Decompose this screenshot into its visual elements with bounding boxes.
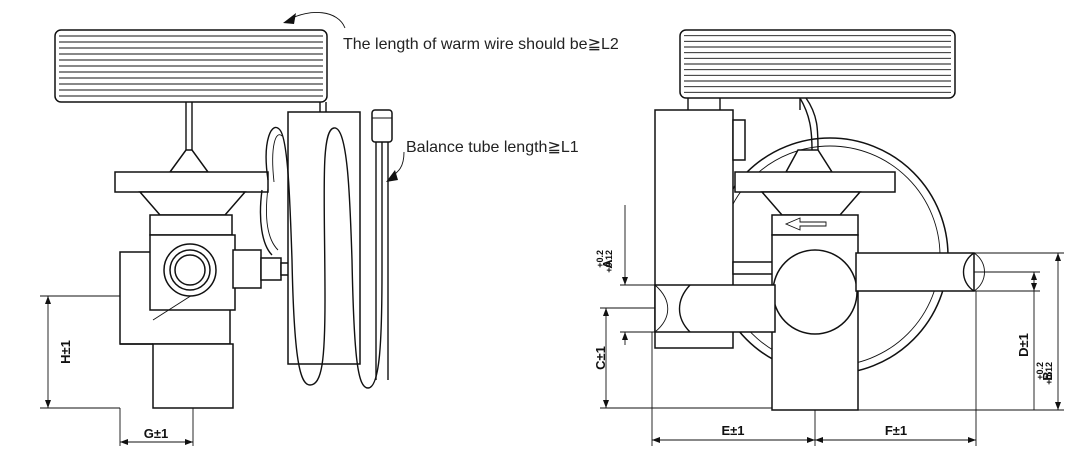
capillary-right (784, 97, 834, 173)
warm-wire-note: The length of warm wire should be≧L2 (343, 36, 619, 53)
valve-head-left (114, 149, 269, 236)
right-view: A +0.12 +0.2 C±1 D±1 (593, 29, 1064, 446)
balance-tube-note: Balance tube length≧L1 (406, 139, 579, 156)
capillary-left (185, 102, 327, 150)
dimension-d-label: D±1 (1016, 333, 1031, 357)
dimension-c (600, 307, 772, 409)
dimension-f-label: F±1 (885, 423, 907, 438)
dimension-d (858, 252, 1064, 411)
dimension-e-f (651, 291, 977, 446)
left-view: The length of warm wire should be≧L2 Bal… (40, 12, 619, 446)
dimension-h-label: H±1 (58, 340, 73, 364)
dimension-a-tolerance-upper: +0.2 (595, 250, 605, 268)
dimension-a-tolerance: +0.12 (604, 250, 614, 273)
dimension-b-tolerance-upper: +0.2 (1035, 362, 1045, 380)
dimension-a (620, 205, 655, 345)
valve-body-left (119, 234, 292, 409)
dimension-e-label: E±1 (721, 423, 744, 438)
warm-wire-coil-right (679, 29, 956, 110)
dimension-g (119, 408, 194, 446)
valve-body-right (654, 234, 985, 411)
warm-wire-coil-left (54, 29, 328, 103)
dimension-c-label: C±1 (593, 346, 608, 370)
dimension-b-label: B (1040, 371, 1055, 380)
warm-wire-arrow (283, 12, 346, 29)
balance-tube-arrow (386, 151, 405, 182)
valve-head-right (734, 171, 896, 236)
dimension-g-label: G±1 (144, 426, 168, 441)
dimension-b (974, 271, 1040, 410)
dimension-a-label: A (600, 259, 615, 269)
dimension-h (40, 295, 120, 409)
dimension-b-tolerance: +0.12 (1044, 362, 1054, 385)
